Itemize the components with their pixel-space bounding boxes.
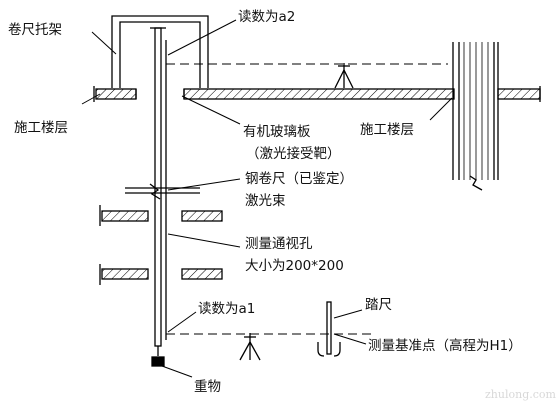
- weight-label: 重物: [194, 379, 221, 395]
- steel-tape-label: 钢卷尺（已鉴定）: [245, 171, 353, 187]
- sight-hole-label: 测量通视孔: [245, 236, 313, 252]
- leader-lines: [81, 19, 453, 378]
- reading-a1-label: 读数为a1: [198, 301, 256, 317]
- steel-tape: [150, 27, 166, 356]
- heavy-weight: [151, 356, 165, 367]
- column-right: [452, 42, 499, 191]
- tape-holder-frame: [111, 15, 209, 88]
- leveling-staff: [317, 301, 341, 357]
- laser-beam-label: 激光束: [245, 193, 286, 209]
- benchmark-label: 测量基准点（高程为H1）: [368, 338, 522, 354]
- level-instrument-lower: [239, 333, 261, 361]
- reading-a2-label: 读数为a2: [238, 9, 296, 25]
- break-marks: [125, 183, 200, 200]
- floor-right-label: 施工楼层: [360, 122, 414, 138]
- sight-lines: [166, 63, 448, 335]
- tape-holder-label: 卷尺托架: [8, 22, 62, 38]
- floor-left-label: 施工楼层: [14, 120, 68, 136]
- upper-floor-slab: [93, 86, 541, 102]
- level-instrument-upper: [334, 63, 354, 89]
- glass-plate-label: 有机玻璃板: [243, 124, 311, 140]
- staff-label: 踏尺: [365, 297, 392, 313]
- lower-floor-slabs: [99, 205, 223, 285]
- watermark: zhulong.com: [485, 388, 556, 401]
- laser-target-label: （激光接受靶）: [246, 146, 341, 162]
- hole-size-label: 大小为200*200: [245, 258, 344, 274]
